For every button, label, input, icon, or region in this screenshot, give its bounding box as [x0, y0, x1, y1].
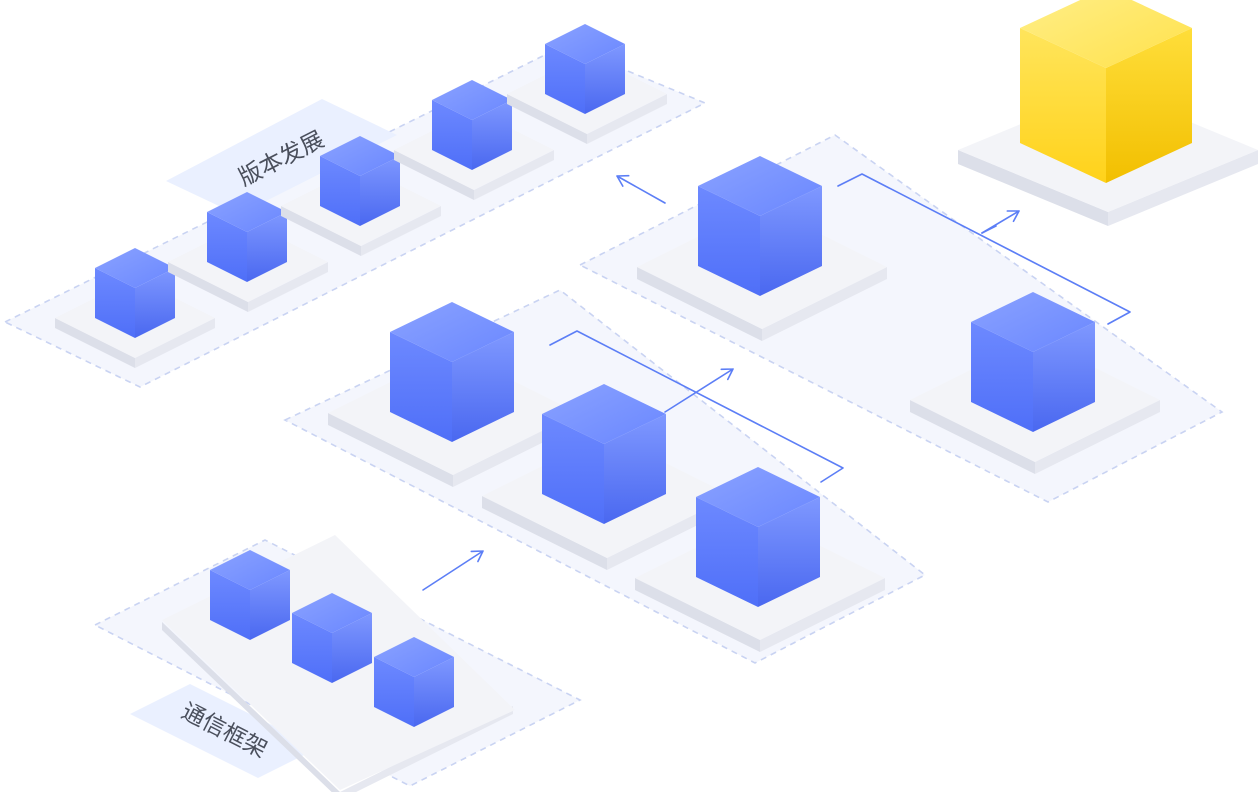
bracket-module: [549, 330, 844, 483]
blocks: [55, 0, 1258, 792]
version-cube-3: [320, 136, 400, 226]
core-cube-2: [971, 292, 1095, 432]
core-cube-1: [698, 156, 822, 296]
arrow-core-to-version: [616, 174, 666, 204]
version-cube-2: [207, 192, 287, 282]
module-cube-3: [696, 467, 820, 607]
module-cube-1: [390, 302, 514, 442]
version-cube-1: [95, 248, 175, 338]
target-cube: [1020, 0, 1192, 183]
version-cube-4: [432, 80, 512, 170]
version-cube-5: [545, 24, 625, 114]
bracket-core: [837, 173, 1131, 325]
comm-cube-3: [374, 637, 454, 727]
arrow-comm-to-module: [422, 550, 484, 591]
arrow-module-to-core: [664, 368, 734, 413]
module-cube-2: [542, 384, 666, 524]
comm-cube-2: [292, 593, 372, 683]
comm-cube-1: [210, 550, 290, 640]
connectors: [422, 173, 1131, 591]
